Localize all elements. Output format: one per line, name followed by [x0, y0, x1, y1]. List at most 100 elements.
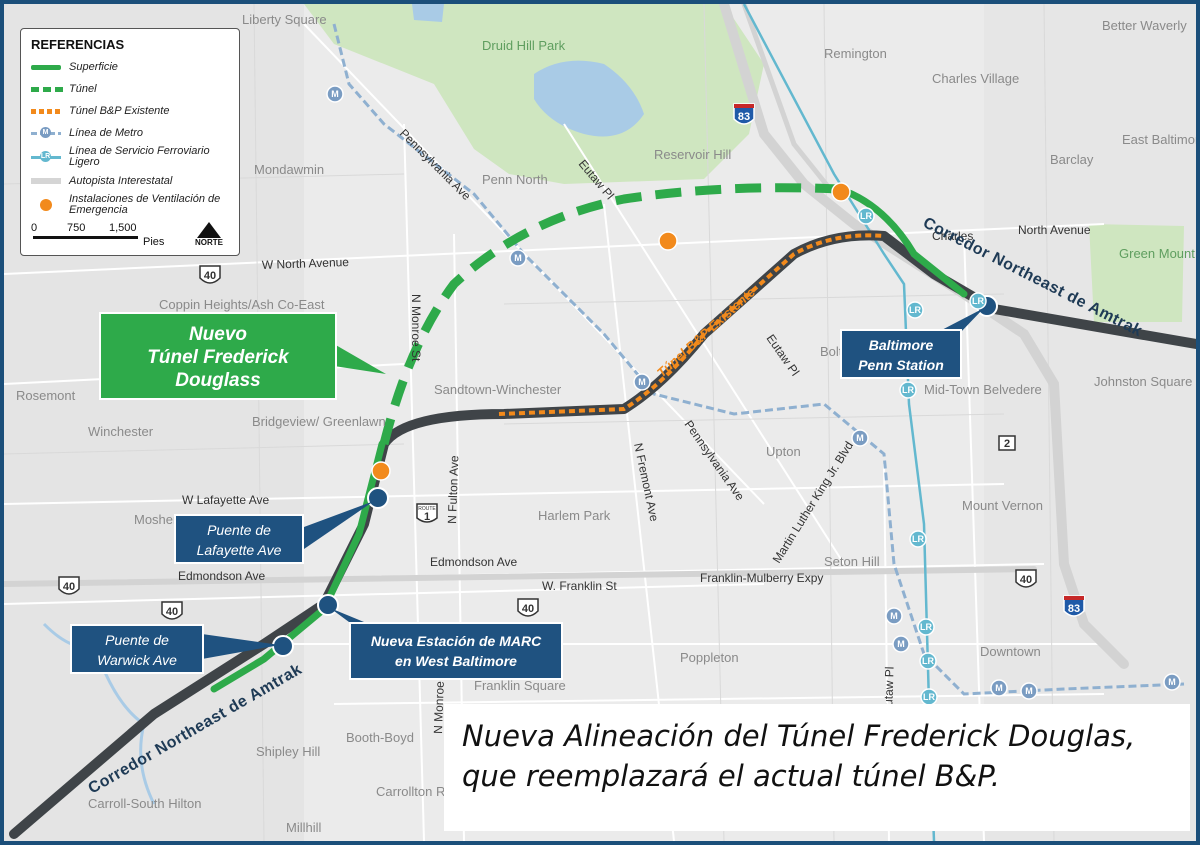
callout-line: Lafayette Ave [196, 542, 282, 558]
light-rail-badge: LR [972, 296, 984, 306]
place-label: Charles Village [932, 71, 1019, 86]
legend-item-light-rail: LR Línea de Servicio Ferroviario Ligero [31, 144, 229, 170]
place-label: Remington [824, 46, 887, 61]
street-label: North Avenue [1018, 223, 1091, 237]
callout-line: Nuevo [188, 324, 248, 345]
callout-line: Puente de [207, 522, 271, 538]
reservoir-lake [534, 60, 644, 137]
legend-label: Línea de Servicio Ferroviario Ligero [69, 145, 210, 168]
callout-line: Warwick Ave [97, 652, 177, 668]
legend-label: Túnel [69, 82, 97, 95]
park-label: Green Mount Cemetery [1119, 246, 1196, 261]
place-label: Winchester [88, 424, 154, 439]
light-rail-icon: LR [31, 150, 61, 162]
md2-shield: 2 [1004, 438, 1010, 450]
minor-streets [4, 4, 1055, 841]
scale-tick: 0 [31, 222, 38, 234]
route1-shield: 1 [424, 511, 430, 523]
orange-dashed-line-icon [31, 108, 63, 114]
park-label: Druid Hill Park [482, 38, 566, 53]
route1-top-label: ROUTE [418, 506, 436, 512]
existing-bp-tunnel [498, 233, 885, 416]
street-label: W. Franklin St [542, 579, 617, 593]
callout-line: Puente de [105, 632, 169, 648]
place-label: Mount Vernon [962, 498, 1043, 513]
lafayette-bridge-marker[interactable] [367, 487, 389, 509]
place-label: Better Waverly [1102, 18, 1187, 33]
place-label: Reservoir Hill [654, 147, 731, 162]
street-label: N Fulton Ave [445, 455, 461, 524]
callout-line: Túnel Frederick [147, 347, 289, 368]
legend-item-ventilation: Instalaciones de Ventilación de Emergenc… [31, 192, 229, 218]
marc-station-callout: Nueva Estación de MARC en West Baltimore [349, 622, 563, 680]
new-tunnel-alignment [379, 183, 840, 446]
map-canvas: M M M M M M M M M LR LR LR LR LR LR LR L… [4, 4, 1196, 841]
legend-label: Superficie [69, 60, 118, 73]
place-label: Millhill [286, 820, 322, 835]
place-label: Bridgeview/ Greenlawn [252, 414, 386, 429]
light-rail-badge: LR [902, 385, 914, 395]
place-label: Mondawmin [254, 162, 324, 177]
light-rail-badge: LR [920, 622, 932, 632]
place-labels: Liberty Square Druid Hill Park Remington… [16, 12, 1196, 835]
place-label: Booth-Boyd [346, 730, 414, 745]
street-label: Charles [932, 229, 973, 243]
lafayette-bridge-callout: Puente de Lafayette Ave [174, 514, 304, 564]
scale-tick: 1,500 [109, 222, 137, 234]
place-label: Rosemont [16, 388, 76, 403]
metro-badge: M [638, 377, 646, 387]
place-label: Penn North [482, 172, 548, 187]
place-label: Coppin Heights/Ash Co-East [159, 297, 325, 312]
metro-badge: M [856, 433, 864, 443]
place-label: Johnston Square [1094, 374, 1192, 389]
light-rail-badge: LR [912, 534, 924, 544]
place-label: Harlem Park [538, 508, 611, 523]
legend-item-interstate: Autopista Interestatal [31, 170, 229, 192]
metro-badge: M [331, 89, 339, 99]
legend-item-tunnel: Túnel [31, 78, 229, 100]
place-label: Shipley Hill [256, 744, 320, 759]
callout-pointers [202, 308, 984, 659]
i83-shield: 83 [738, 111, 750, 123]
green-solid-line-icon [31, 64, 61, 70]
east-area [984, 4, 1196, 841]
place-label: Mid-Town Belvedere [924, 382, 1042, 397]
scale-tick: 750 [67, 222, 86, 234]
legend-label: Instalaciones de Ventilación de Emergenc… [69, 193, 221, 216]
callout-line: Nueva Estación de MARC [370, 633, 542, 649]
highway-line-icon [31, 178, 61, 184]
caption-line: Nueva Alineación del Túnel Frederick Dou… [462, 719, 1136, 753]
ventilation-site [658, 231, 678, 251]
warwick-bridge-marker[interactable] [272, 635, 294, 657]
place-label: Liberty Square [242, 12, 327, 27]
callout-line: Douglass [175, 370, 261, 391]
us40-shield: 40 [1020, 574, 1032, 586]
orange-dot-icon [40, 199, 52, 211]
metro-badge: M [995, 683, 1003, 693]
metro-stations: M M M M M M M M M [326, 85, 1181, 700]
place-label: Poppleton [680, 650, 739, 665]
pond [412, 4, 444, 22]
us40-shield: 40 [166, 606, 178, 618]
light-rail-stations: LR LR LR LR LR LR LR LR [857, 207, 987, 706]
place-label: Downtown [980, 644, 1041, 659]
us40-shield: 40 [522, 603, 534, 615]
legend-label: Túnel B&P Existente [69, 104, 170, 117]
scale-bar: 0 750 1,500 Pies NORTE [31, 222, 229, 252]
legend-label: Autopista Interestatal [69, 174, 173, 187]
callout-line: Penn Station [858, 357, 944, 373]
legend-item-bp-tunnel: Túnel B&P Existente [31, 100, 229, 122]
north-label: NORTE [193, 238, 225, 247]
scale-unit: Pies [143, 236, 165, 248]
street-label: Edmondson Ave [178, 569, 266, 583]
marc-station-marker[interactable] [317, 594, 339, 616]
metro-icon: M [31, 126, 61, 138]
ventilation-site [371, 461, 391, 481]
legend-item-surface: Superficie [31, 56, 229, 78]
place-label: Seton Hill [824, 554, 880, 569]
ventilation-site [831, 182, 851, 202]
legend: REFERENCIAS Superficie Túnel Túnel B&P E… [20, 28, 240, 256]
street-label: Eutaw Pl [881, 666, 897, 714]
